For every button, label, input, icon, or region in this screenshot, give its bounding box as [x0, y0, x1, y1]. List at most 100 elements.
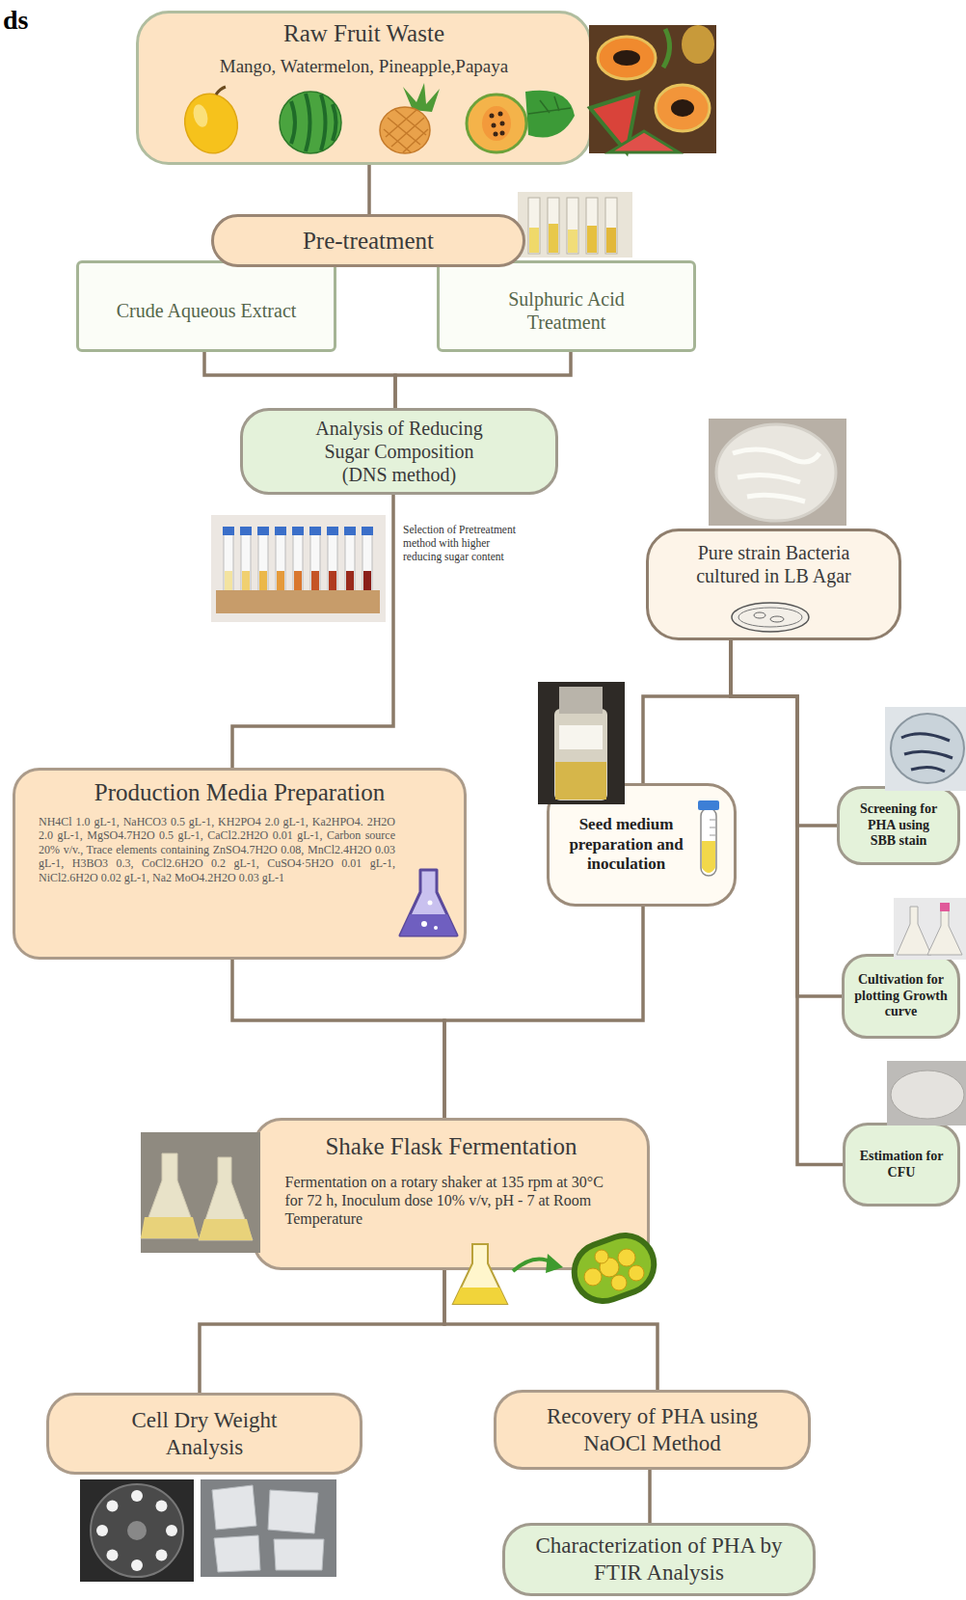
papaya-icon-part: [500, 121, 506, 127]
connector-line: [730, 640, 837, 826]
box-title: Shake Flask Fermentation: [324, 1131, 577, 1161]
flask-icon-part: [433, 925, 438, 930]
fruit-photo: [589, 25, 717, 154]
weigh-boats-photo-part: [273, 1538, 324, 1570]
box-title: Characterization of PHA by FTIR Analysis: [534, 1531, 785, 1585]
connector-line: [232, 959, 445, 1118]
tubes-photo-part: [547, 197, 560, 254]
fruit-photo-part: [663, 28, 671, 68]
seed-medium-photo: [537, 681, 625, 805]
process-box: Estimation for CFU: [842, 1122, 961, 1207]
centrifuge-photo-part: [156, 1500, 168, 1512]
tube-rack-photo-part: [310, 528, 321, 596]
watermelon-icon-part: [291, 93, 337, 152]
box-title: Sulphuric Acid Treatment: [484, 287, 649, 334]
box-body: NH4Cl 1.0 gL-1, NaHCO3 0.5 gL-1, KH2PO4 …: [38, 814, 396, 885]
mango-icon-part: [215, 86, 226, 95]
centrifuge-photo-part: [127, 1520, 147, 1540]
fermentation-icon-part: [453, 1243, 508, 1304]
box-title: Seed medium preparation and inoculation: [565, 814, 687, 874]
connector-line: [444, 1269, 658, 1390]
process-box: Sulphuric Acid Treatment: [436, 260, 697, 352]
fermentation-icon-part: [594, 1249, 609, 1263]
flask-icon: [400, 869, 457, 936]
connector-line: [730, 640, 842, 996]
tube-rack-photo-part: [257, 526, 269, 536]
section-heading: ds: [2, 3, 71, 37]
sbb-plate-photo-part: [885, 706, 966, 791]
centrifuge-photo-part: [131, 1558, 143, 1571]
box-title: Pure strain Bacteria cultured in LB Agar: [670, 540, 878, 588]
box-title: Estimation for CFU: [858, 1148, 944, 1181]
process-box: Cell Dry Weight Analysis: [46, 1392, 363, 1475]
box-body: Fermentation on a rotary shaker at 135 r…: [285, 1172, 618, 1229]
shaker-photo-part: [198, 1218, 253, 1240]
fermentation-icon: [453, 1223, 667, 1314]
box-title: Cultivation for plotting Growth curve: [850, 971, 952, 1020]
papaya-icon-part: [489, 113, 495, 119]
centrifuge-photo-part: [131, 1489, 143, 1502]
fermentation-icon-part: [545, 1253, 564, 1273]
pineapple-icon-part: [383, 109, 429, 153]
papaya-icon-part: [525, 90, 575, 138]
sbb-plate-photo-part: [901, 733, 953, 772]
process-box: Characterization of PHA by FTIR Analysis: [502, 1522, 816, 1596]
shaker-photo-part: [198, 1156, 253, 1240]
tubes-photo-part: [548, 223, 559, 253]
sbb-plate-photo: [885, 706, 966, 791]
box-title: Recovery of PHA using NaOCl Method: [546, 1402, 759, 1456]
tube-rack-photo-part: [224, 570, 233, 592]
petri-dish-icon-part: [753, 612, 766, 618]
test-tube-icon-part: [701, 840, 716, 873]
connector-line: [730, 640, 843, 1165]
petri-photo-part: [708, 418, 847, 526]
box-body: Mango, Watermelon, Pineapple,Papaya: [219, 55, 509, 79]
fruit-photo-part: [655, 84, 710, 132]
tube-rack-photo-part: [309, 526, 322, 536]
tube-rack-photo-part: [215, 590, 380, 614]
fermentation-icon-part: [611, 1274, 627, 1290]
seed-medium-photo-part: [554, 708, 608, 801]
box-title: Pre-treatment: [302, 226, 434, 256]
fermentation-icon-part: [584, 1267, 602, 1286]
centrifuge-photo: [80, 1478, 194, 1582]
fruit-photo-part: [681, 25, 715, 64]
papaya-icon-part: [493, 132, 499, 137]
process-box: Production Media PreparationNH4Cl 1.0 gL…: [12, 767, 467, 960]
tube-rack-photo-part: [328, 570, 337, 592]
weigh-boats-photo-part: [268, 1489, 319, 1533]
test-tube-icon-part: [700, 807, 717, 876]
weigh-boats-photo: [200, 1478, 337, 1577]
connector-line: [395, 351, 571, 408]
tube-rack-photo-part: [361, 526, 374, 536]
seed-medium-photo-part: [537, 681, 625, 805]
tube-rack-photo-part: [258, 528, 269, 596]
papaya-icon-part: [482, 106, 511, 141]
papaya-icon-part: [491, 123, 497, 129]
watermelon-icon: [279, 91, 342, 154]
fermentation-icon-part: [569, 1230, 659, 1305]
tube-rack-photo-part: [241, 528, 251, 596]
tube-rack-photo-part: [211, 514, 386, 622]
connector-line: [647, 1469, 652, 1523]
fermentation-icon-part: [453, 1287, 508, 1304]
petri-photo-part: [732, 449, 820, 502]
tube-rack-photo-part: [362, 528, 373, 596]
tubes-photo-part: [529, 227, 539, 253]
tube-rack-photo-part: [311, 570, 320, 592]
mango-icon-part: [190, 103, 211, 130]
box-title: Production Media Preparation: [94, 778, 385, 807]
test-tube-icon: [697, 800, 720, 876]
tube-rack-photo-part: [294, 570, 302, 592]
tube-rack-photo-part: [326, 526, 339, 536]
cfu-plate-photo-part: [890, 1070, 965, 1119]
petri-dish-icon-part: [738, 607, 803, 627]
flask-icon-part: [400, 913, 457, 936]
petri-photo: [708, 418, 847, 526]
tube-rack-photo-part: [223, 528, 234, 596]
flask-icon-part: [400, 869, 457, 936]
shaker-photo-part: [140, 1153, 199, 1238]
papaya-icon-part: [466, 94, 527, 153]
